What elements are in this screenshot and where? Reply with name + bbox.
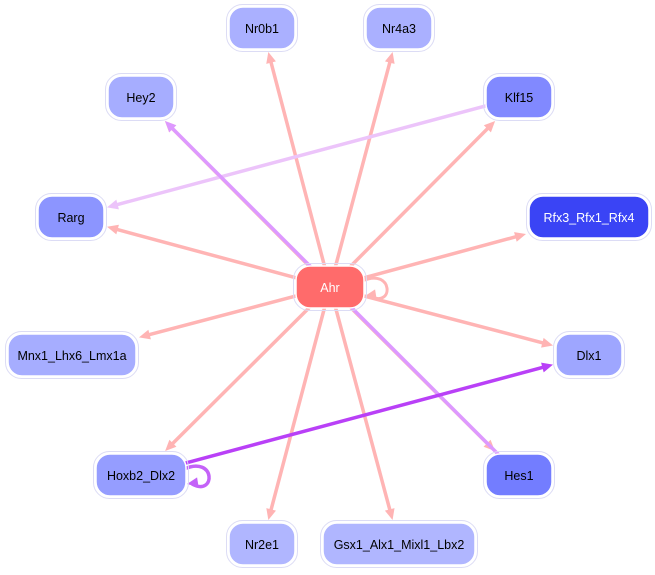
node-box[interactable] xyxy=(228,6,296,50)
node-hey2[interactable]: Hey2 xyxy=(105,73,177,121)
node-label: Mnx1_Lhx6_Lmx1a xyxy=(17,349,126,363)
node-outline xyxy=(93,451,189,499)
arrowhead xyxy=(187,477,199,488)
node-label: Nr0b1 xyxy=(245,22,279,36)
edge-line xyxy=(169,306,311,448)
arrowhead xyxy=(483,121,496,133)
edge-hoxb2-dlx2-to-hoxb2-dlx2 xyxy=(183,464,211,489)
edge-line xyxy=(268,306,327,515)
node-label: Nr2e1 xyxy=(245,538,279,552)
edge-line xyxy=(362,294,548,346)
node-label: Klf15 xyxy=(505,91,534,105)
node-label: Ahr xyxy=(320,281,339,295)
edge-line xyxy=(184,364,548,465)
node-ahr[interactable]: Ahr xyxy=(293,263,367,311)
node-outline xyxy=(35,193,107,241)
edge-ahr-to-hoxb2-dlx2 xyxy=(165,306,311,451)
self-loop-line xyxy=(183,464,211,489)
arrowhead xyxy=(541,362,553,373)
node-outline xyxy=(293,263,367,311)
arrowhead xyxy=(266,508,276,520)
arrowhead xyxy=(514,232,526,242)
node-nr4a3[interactable]: Nr4a3 xyxy=(363,4,435,52)
node-outline xyxy=(526,193,652,241)
edge-line xyxy=(268,57,327,268)
edge-hoxb2-dlx2-to-dlx1 xyxy=(184,362,553,465)
node-box[interactable] xyxy=(555,333,623,377)
edge-ahr-to-dlx1 xyxy=(362,294,553,348)
node-box[interactable] xyxy=(485,75,553,119)
edge-ahr-to-nr2e1 xyxy=(266,306,327,520)
node-outline xyxy=(363,4,435,52)
node-outline xyxy=(483,73,555,121)
node-label: Hoxb2_Dlx2 xyxy=(107,469,175,483)
node-box[interactable] xyxy=(228,522,296,566)
edge-ahr-to-klf15 xyxy=(349,121,496,268)
node-label: Rfx3_Rfx1_Rfx4 xyxy=(543,211,634,225)
node-label: Rarg xyxy=(57,211,84,225)
node-box[interactable] xyxy=(365,6,433,50)
edge-line xyxy=(112,104,488,208)
node-box[interactable] xyxy=(322,522,476,566)
node-outline xyxy=(320,520,478,568)
edge-ahr-to-gsx1-alx1-mixl1-lbx2 xyxy=(333,306,395,520)
node-box[interactable] xyxy=(485,453,553,497)
node-gsx1-alx1-mixl1-lbx2[interactable]: Gsx1_Alx1_Mixl1_Lbx2 xyxy=(320,520,478,568)
node-outline xyxy=(105,73,177,121)
node-dlx1[interactable]: Dlx1 xyxy=(553,331,625,379)
edge-line xyxy=(333,306,393,515)
node-label: Dlx1 xyxy=(576,349,601,363)
arrowhead xyxy=(384,508,395,520)
node-hoxb2-dlx2[interactable]: Hoxb2_Dlx2 xyxy=(93,451,189,499)
node-outline xyxy=(226,520,298,568)
node-box[interactable] xyxy=(7,333,137,377)
arrowhead xyxy=(139,329,151,340)
edge-line xyxy=(144,294,298,338)
node-label: Nr4a3 xyxy=(382,22,416,36)
node-box[interactable] xyxy=(528,195,650,239)
node-label: Hey2 xyxy=(126,91,155,105)
self-loop-line xyxy=(361,276,389,300)
edge-line xyxy=(349,124,492,268)
edge-line xyxy=(333,57,393,268)
edge-ahr-to-nr0b1 xyxy=(266,52,327,268)
arrowhead xyxy=(384,52,395,64)
edge-line xyxy=(112,227,298,280)
edge-ahr-to-rarg xyxy=(107,224,298,280)
node-label: Gsx1_Alx1_Mixl1_Lbx2 xyxy=(334,538,465,552)
node-box[interactable] xyxy=(107,75,175,119)
node-rfx3-rfx1-rfx4[interactable]: Rfx3_Rfx1_Rfx4 xyxy=(526,193,652,241)
edge-klf15-to-rarg xyxy=(107,104,488,210)
node-box[interactable] xyxy=(295,265,365,309)
node-hes1[interactable]: Hes1 xyxy=(483,451,555,499)
arrowhead xyxy=(165,121,177,133)
node-mnx1-lhx6-lmx1a[interactable]: Mnx1_Lhx6_Lmx1a xyxy=(5,331,139,379)
edge-ahr-to-mnx1-lhx6-lmx1a xyxy=(139,294,298,340)
node-rarg[interactable]: Rarg xyxy=(35,193,107,241)
node-box[interactable] xyxy=(37,195,105,239)
arrowhead xyxy=(107,224,119,235)
arrowhead xyxy=(107,199,119,210)
arrowhead xyxy=(165,439,177,451)
node-nr2e1[interactable]: Nr2e1 xyxy=(226,520,298,568)
node-outline xyxy=(226,4,298,52)
node-klf15[interactable]: Klf15 xyxy=(483,73,555,121)
node-box[interactable] xyxy=(95,453,187,497)
edge-ahr-to-nr4a3 xyxy=(333,52,395,268)
node-outline xyxy=(483,451,555,499)
arrowhead xyxy=(365,289,377,300)
arrowhead xyxy=(541,337,553,348)
edge-ahr-to-ahr xyxy=(361,276,389,300)
edge-ahr-to-rfx3-rfx1-rfx4 xyxy=(362,232,526,280)
node-nr0b1[interactable]: Nr0b1 xyxy=(226,4,298,52)
node-outline xyxy=(5,331,139,379)
edge-line xyxy=(362,234,521,280)
node-label: Hes1 xyxy=(504,469,533,483)
arrowhead xyxy=(266,52,276,64)
node-outline xyxy=(553,331,625,379)
